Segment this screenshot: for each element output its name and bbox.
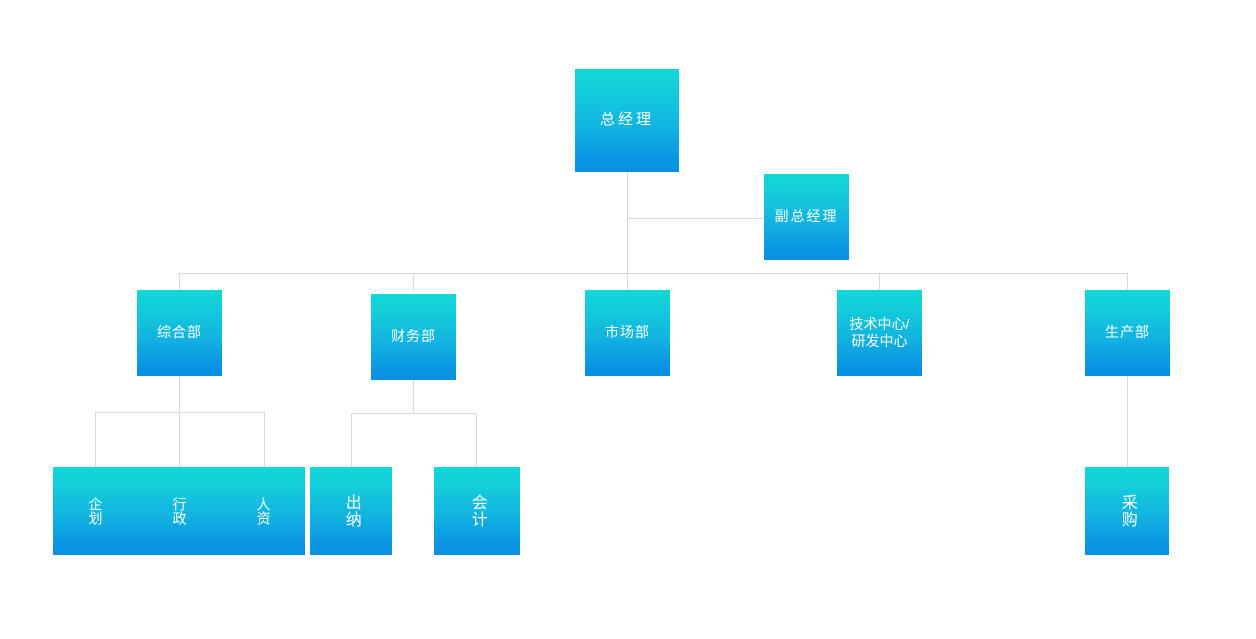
node-cashier[interactable]: 出纳 [310, 467, 392, 555]
node-label-administration: 行政 [171, 497, 188, 525]
node-label-procurement: 采购 [1118, 494, 1136, 528]
node-label-marketing: 市场部 [605, 324, 650, 341]
node-human-resources[interactable]: 人资 [221, 467, 305, 555]
node-general-affairs[interactable]: 综合部 [137, 290, 222, 376]
connector-finance-stem [413, 379, 414, 414]
connector-general-affairs-stem [179, 375, 180, 413]
node-label-tech-center: 技术中心/ 研发中心 [849, 315, 910, 349]
connector-level2-bus [179, 273, 1128, 274]
node-general-manager[interactable]: 总经理 [575, 69, 679, 172]
connector-drop-cashier [351, 413, 352, 468]
connector-drop-accounting [476, 413, 477, 468]
node-tech-center[interactable]: 技术中心/ 研发中心 [837, 290, 922, 376]
node-label-deputy-general-manager: 副总经理 [774, 208, 839, 225]
connector-drop-marketing [627, 273, 628, 290]
node-label-finance: 财务部 [391, 328, 436, 345]
connector-drop-finance [413, 273, 414, 290]
node-label-accounting: 会计 [468, 494, 486, 528]
connector-drop-tech-center [879, 273, 880, 290]
connector-drop-administration [179, 412, 180, 468]
connector-finance-bus [351, 413, 477, 414]
node-deputy-general-manager[interactable]: 副总经理 [764, 174, 849, 260]
node-procurement[interactable]: 采购 [1085, 467, 1169, 555]
connector-drop-planning [95, 412, 96, 468]
node-production[interactable]: 生产部 [1085, 290, 1170, 376]
connector-drop-general-affairs [179, 273, 180, 290]
node-label-planning: 企划 [87, 497, 104, 525]
connector-drop-production [1127, 273, 1128, 290]
node-accounting[interactable]: 会计 [434, 467, 520, 555]
node-planning[interactable]: 企划 [53, 467, 137, 555]
group-box-general-affairs-units: 企划 行政 人资 [53, 467, 305, 555]
node-label-general-affairs: 综合部 [157, 324, 202, 341]
connector-general-affairs-bus [95, 412, 265, 413]
connector-gm-stem [627, 172, 628, 273]
connector-production-to-procurement [1127, 375, 1128, 468]
node-marketing[interactable]: 市场部 [585, 290, 670, 376]
node-label-cashier: 出纳 [342, 494, 360, 528]
node-finance[interactable]: 财务部 [371, 294, 456, 380]
node-administration[interactable]: 行政 [137, 467, 221, 555]
node-label-production: 生产部 [1105, 324, 1150, 341]
connector-drop-human-resources [264, 412, 265, 468]
node-label-human-resources: 人资 [255, 497, 272, 525]
connector-gm-to-deputy [627, 218, 765, 219]
node-label-general-manager: 总经理 [599, 111, 654, 129]
